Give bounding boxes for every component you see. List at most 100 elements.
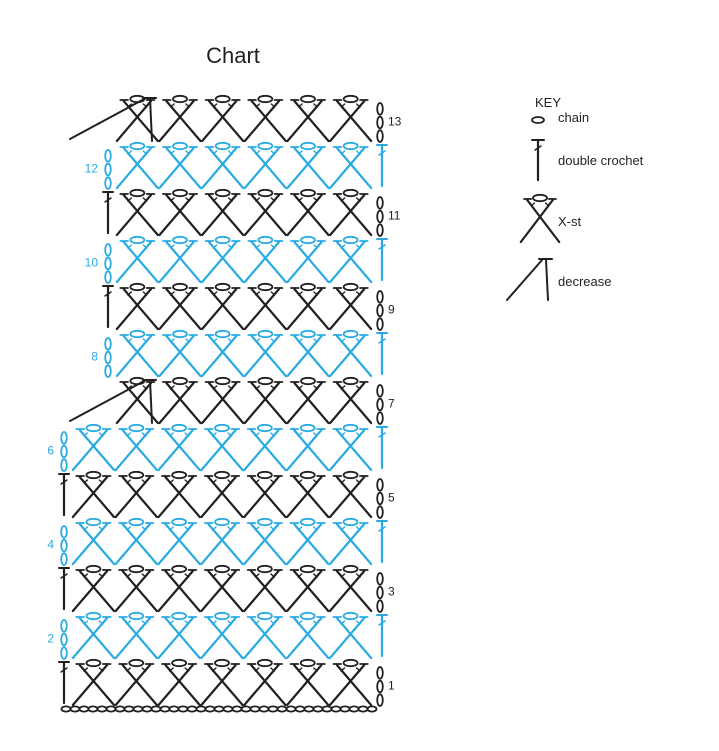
chain-icon: [342, 423, 359, 433]
x-st-icon: [157, 517, 201, 566]
chain-icon: [276, 705, 288, 713]
chain-icon: [85, 517, 102, 527]
chain-icon: [312, 705, 324, 713]
chain-icon: [172, 329, 188, 339]
x-st-icon: [71, 611, 116, 660]
key-chain-label: chain: [558, 110, 589, 125]
x-st-icon: [286, 141, 330, 190]
x-st-icon: [329, 329, 373, 378]
chain-icon: [299, 423, 316, 433]
chain-icon: [342, 329, 359, 339]
decrease-icon: [506, 258, 553, 301]
key-double-crochet-label: double crochet: [558, 153, 644, 168]
x-st-icon: [158, 94, 202, 143]
key-x-st-label: X-st: [558, 214, 582, 229]
chain-icon: [256, 470, 273, 480]
chain-icon: [104, 149, 112, 163]
row-number: 11: [388, 209, 401, 223]
chain-icon: [85, 564, 102, 574]
row-number: 10: [85, 256, 99, 270]
x-st-icon: [243, 611, 287, 660]
row-number: 8: [91, 350, 98, 364]
chain-icon: [376, 478, 384, 492]
x-st-icon: [243, 658, 287, 707]
x-st-icon: [115, 282, 159, 331]
chain-icon: [104, 337, 112, 351]
chain-icon: [141, 705, 153, 713]
x-st-icon: [158, 282, 202, 331]
chain-icon: [104, 176, 112, 190]
chain-icon: [214, 235, 231, 245]
x-st-icon: [115, 188, 159, 237]
x-st-icon: [243, 188, 287, 237]
chain-icon: [96, 705, 108, 713]
chain-icon: [257, 376, 274, 386]
chain-icon: [214, 611, 230, 621]
chain-icon: [214, 141, 231, 151]
chain-icon: [256, 658, 273, 668]
chain-icon: [342, 141, 359, 151]
x-st-icon: [71, 564, 116, 613]
chain-icon: [299, 564, 316, 574]
double-crochet-icon: [58, 472, 70, 517]
x-st-icon: [200, 611, 244, 660]
chain-icon: [342, 658, 359, 668]
chain-icon: [172, 141, 188, 151]
x-st-icon: [286, 235, 330, 284]
x-st-icon: [286, 188, 330, 237]
x-st-icon: [115, 141, 159, 190]
chain-icon: [366, 705, 378, 713]
x-st-icon: [157, 564, 201, 613]
chain-icon: [376, 196, 384, 210]
row-number: 12: [85, 162, 99, 176]
chain-icon: [376, 491, 384, 506]
chain-icon: [256, 517, 273, 527]
chain-icon: [321, 705, 333, 713]
chain-icon: [376, 223, 384, 237]
x-st-icon: [157, 611, 201, 660]
chain-icon: [213, 705, 225, 713]
row-2: 2: [47, 611, 388, 660]
chain-icon: [104, 364, 112, 378]
chain-icon: [60, 632, 68, 647]
x-st-icon: [243, 517, 287, 566]
x-st-icon: [157, 423, 201, 472]
chain-icon: [300, 235, 316, 245]
chain-icon: [129, 329, 146, 339]
chain-icon: [257, 188, 274, 198]
chain-icon: [85, 611, 102, 621]
chain-icon: [60, 705, 72, 713]
x-st-icon: [158, 235, 202, 284]
chain-icon: [128, 470, 145, 480]
chain-icon: [376, 317, 384, 331]
x-st-icon: [243, 235, 287, 284]
chain-icon: [104, 270, 112, 284]
double-crochet-icon: [376, 425, 388, 470]
chain-icon: [376, 572, 384, 586]
x-st-icon: [286, 611, 330, 660]
chain-icon: [300, 141, 316, 151]
x-st-icon: [243, 329, 287, 378]
chain-icon: [104, 350, 112, 365]
chain-icon: [214, 658, 230, 668]
double-crochet-icon: [376, 143, 388, 188]
x-st-icon: [328, 564, 373, 613]
chain-icon: [214, 517, 230, 527]
chain-icon: [376, 303, 384, 318]
chain-icon: [85, 423, 102, 433]
chain-icon: [129, 282, 146, 292]
turning-chain: [376, 102, 384, 143]
x-st-icon: [114, 564, 158, 613]
row-4: 4: [47, 517, 388, 566]
chain-icon: [123, 705, 135, 713]
x-st-icon: [114, 470, 158, 519]
chain-icon: [129, 235, 146, 245]
chain-icon: [376, 411, 384, 425]
x-st-icon: [286, 564, 330, 613]
chain-icon: [128, 611, 145, 621]
chain-icon: [172, 282, 188, 292]
chain-icon: [172, 94, 188, 104]
chain-icon: [60, 525, 68, 539]
double-crochet-icon: [531, 138, 545, 182]
x-st-icon: [286, 94, 330, 143]
